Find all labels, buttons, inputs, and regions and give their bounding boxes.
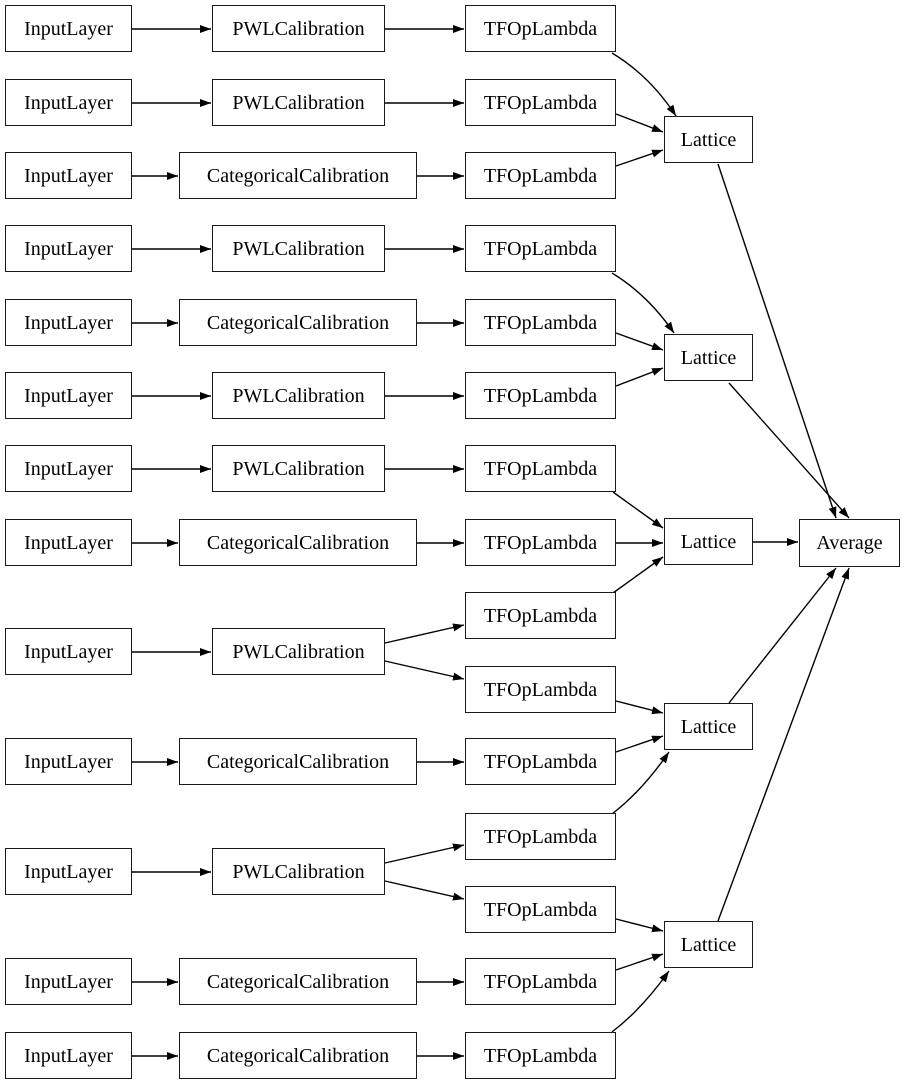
edge [717, 567, 850, 922]
node-lattice-4: Lattice [664, 703, 753, 750]
edge [615, 113, 664, 133]
edge [384, 660, 465, 681]
node-tfoplambda-8: TFOpLambda [465, 519, 616, 566]
edge [384, 843, 465, 864]
node-tfoplambda-2: TFOpLambda [465, 79, 616, 126]
node-tfoplambda-11: TFOpLambda [465, 738, 616, 785]
edge [717, 163, 837, 519]
node-inputlayer-8: InputLayer [5, 519, 132, 566]
edge [728, 567, 837, 704]
node-pwlcalibration-3: PWLCalibration [212, 225, 385, 272]
node-tfoplambda-7: TFOpLambda [465, 445, 616, 492]
node-inputlayer-12: InputLayer [5, 958, 132, 1005]
node-inputlayer-6: InputLayer [5, 372, 132, 419]
node-pwlcalibration-4: PWLCalibration [212, 372, 385, 419]
edge [615, 149, 664, 167]
node-categoricalcalibration-4: CategoricalCalibration [179, 738, 417, 785]
node-tfoplambda-3: TFOpLambda [465, 152, 616, 199]
node-inputlayer-3: InputLayer [5, 152, 132, 199]
node-tfoplambda-13: TFOpLambda [465, 886, 616, 933]
node-tfoplambda-6: TFOpLambda [465, 372, 616, 419]
node-categoricalcalibration-3: CategoricalCalibration [179, 519, 417, 566]
node-lattice-2: Lattice [664, 334, 753, 381]
node-inputlayer-1: InputLayer [5, 5, 132, 52]
node-lattice-3: Lattice [664, 518, 753, 565]
node-inputlayer-5: InputLayer [5, 299, 132, 346]
edge [384, 880, 465, 901]
edge [615, 367, 664, 387]
node-lattice-5: Lattice [664, 921, 753, 968]
node-inputlayer-9: InputLayer [5, 628, 132, 675]
node-tfoplambda-5: TFOpLambda [465, 299, 616, 346]
edge [611, 52, 677, 117]
edge [612, 491, 664, 529]
node-tfoplambda-14: TFOpLambda [465, 958, 616, 1005]
node-categoricalcalibration-2: CategoricalCalibration [179, 299, 417, 346]
node-inputlayer-13: InputLayer [5, 1032, 132, 1079]
node-tfoplambda-12: TFOpLambda [465, 813, 616, 860]
edge [612, 556, 664, 594]
node-tfoplambda-15: TFOpLambda [465, 1032, 616, 1079]
node-inputlayer-7: InputLayer [5, 445, 132, 492]
node-tfoplambda-10: TFOpLambda [465, 666, 616, 713]
node-pwlcalibration-2: PWLCalibration [212, 79, 385, 126]
edge [615, 918, 664, 933]
edge [615, 735, 664, 753]
edge [611, 970, 670, 1033]
edge [611, 751, 670, 815]
edge [615, 953, 664, 971]
edge [728, 382, 850, 519]
node-tfoplambda-9: TFOpLambda [465, 592, 616, 639]
node-categoricalcalibration-1: CategoricalCalibration [179, 152, 417, 199]
edge [611, 272, 675, 334]
edge [384, 623, 465, 644]
node-average: Average [799, 519, 900, 567]
node-pwlcalibration-6: PWLCalibration [212, 628, 385, 675]
node-inputlayer-10: InputLayer [5, 738, 132, 785]
node-pwlcalibration-1: PWLCalibration [212, 5, 385, 52]
node-inputlayer-2: InputLayer [5, 79, 132, 126]
node-tfoplambda-4: TFOpLambda [465, 225, 616, 272]
node-inputlayer-11: InputLayer [5, 848, 132, 895]
node-lattice-1: Lattice [664, 116, 753, 163]
node-tfoplambda-1: TFOpLambda [465, 5, 616, 52]
edge [615, 700, 664, 715]
edge [615, 332, 664, 351]
node-pwlcalibration-7: PWLCalibration [212, 848, 385, 895]
node-pwlcalibration-5: PWLCalibration [212, 445, 385, 492]
node-inputlayer-4: InputLayer [5, 225, 132, 272]
node-categoricalcalibration-6: CategoricalCalibration [179, 1032, 417, 1079]
node-categoricalcalibration-5: CategoricalCalibration [179, 958, 417, 1005]
